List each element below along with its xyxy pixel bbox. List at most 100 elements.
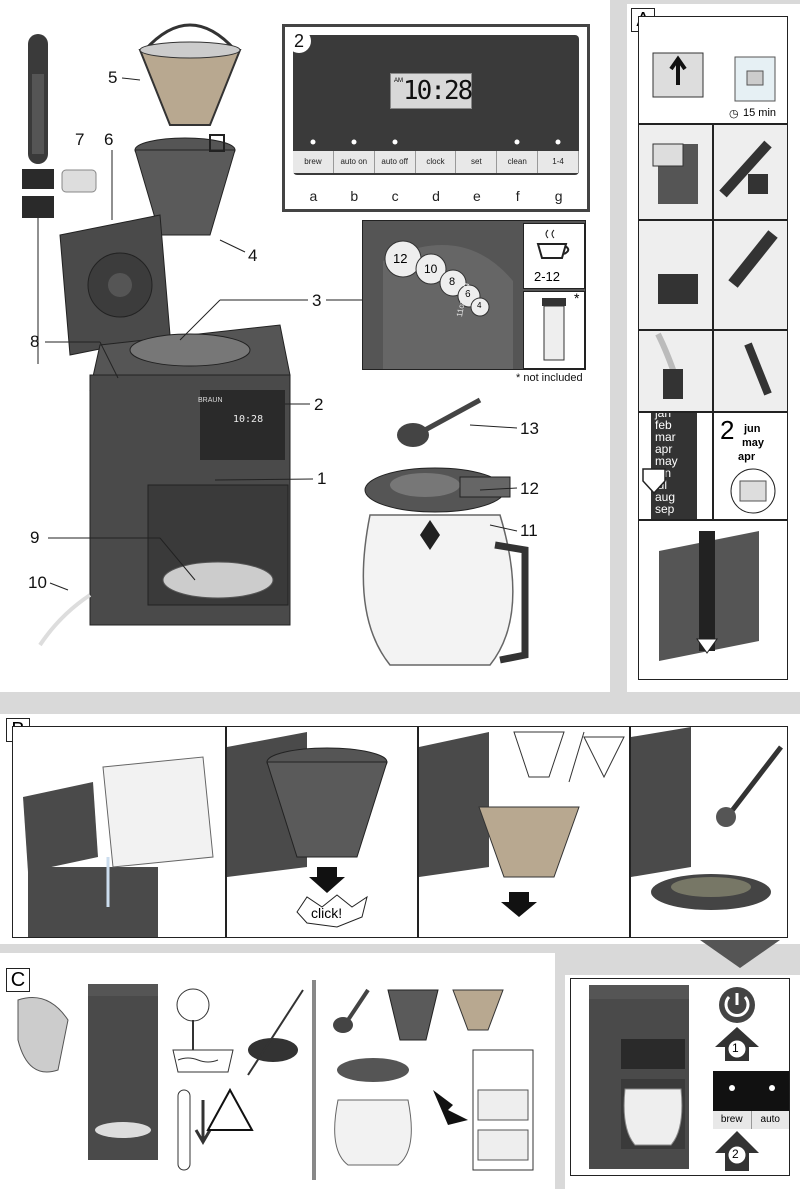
final-button-panel — [713, 1071, 789, 1111]
brew-button[interactable]: brew — [293, 151, 334, 173]
calendar-number: 2 — [720, 415, 735, 445]
step-1-number: 1 — [732, 1041, 739, 1055]
dial-num-6: 6 — [465, 289, 471, 300]
travel-mug-icon — [542, 298, 566, 361]
insert-holder-illustration — [227, 732, 388, 928]
letter-f: f — [497, 187, 539, 205]
down-arrow-icon — [642, 468, 666, 495]
step-b2: click! — [226, 726, 418, 938]
callout-3: 3 — [312, 291, 322, 310]
callout-11: 11 — [520, 521, 538, 540]
letter-g: g — [538, 187, 580, 205]
month-apr: apr — [655, 442, 673, 456]
coffee-cup-icon — [536, 229, 570, 259]
display-button-row: brew auto on auto off clock set clean 1-… — [293, 151, 580, 173]
final-step-box: 1 brew auto 2 — [570, 978, 790, 1176]
auto-off-button[interactable]: auto off — [374, 151, 416, 173]
callout-leader-lines — [45, 77, 518, 591]
mug-icon-box: * — [523, 290, 585, 369]
mug-asterisk: * — [574, 290, 580, 306]
callout-8: 8 — [30, 332, 40, 351]
small-display-time: 10:28 — [233, 414, 264, 425]
calendar-apr: apr — [738, 451, 756, 463]
final-auto-label[interactable]: auto — [760, 1114, 780, 1125]
button-letter-row: a b c d e f g — [293, 187, 580, 205]
dial-num-4: 4 — [477, 301, 482, 310]
carafe-illustration — [362, 467, 529, 666]
final-dot-1 — [729, 1085, 735, 1091]
cleaning-illustrations — [17, 980, 534, 1180]
final-dot-2 — [769, 1085, 775, 1091]
step-a1: ◷ 15 min — [638, 16, 788, 124]
fill-water-illustration — [23, 756, 214, 937]
month-mar: mar — [655, 430, 676, 444]
up-arrow-icon-2 — [715, 1131, 759, 1171]
button-indicator-dots — [310, 139, 561, 145]
dial-num-10: 10 — [424, 262, 438, 276]
step-a8: jan feb mar apr may jun jul aug sep — [638, 412, 713, 520]
power-icon — [719, 987, 755, 1023]
callout-10: 10 — [28, 573, 47, 592]
measuring-scoop-icon — [397, 397, 482, 447]
add-coffee-illustration — [631, 727, 783, 910]
letter-b: b — [333, 187, 375, 205]
clean-button[interactable]: clean — [497, 151, 539, 173]
charcoal-filter-icon — [61, 169, 97, 193]
clock-button[interactable]: clock — [415, 151, 457, 173]
dial-num-8: 8 — [449, 276, 456, 288]
letter-a: a — [293, 187, 334, 205]
lcd-time: 10:28 — [403, 76, 473, 106]
calendar-jun: jun — [744, 423, 761, 435]
water-level-indicator — [22, 34, 54, 364]
step-a10 — [638, 520, 788, 680]
coffee-machine-illustration — [38, 214, 291, 647]
calendar-may: may — [742, 437, 765, 449]
dial-illustration — [383, 240, 513, 369]
clock-icon: ◷ — [729, 108, 739, 120]
one-four-button[interactable]: 1-4 — [538, 151, 580, 173]
month-may: may — [655, 454, 678, 468]
brand-logo: BRAUN — [198, 397, 223, 404]
display-number-badge: 2 — [287, 29, 311, 53]
dial-num-12: 12 — [393, 251, 408, 266]
callout-1: 1 — [317, 469, 327, 488]
final-machine-illustration — [589, 985, 689, 1169]
callout-2: 2 — [314, 395, 324, 414]
section-c-letter: C — [6, 968, 30, 992]
callout-13: 13 — [520, 419, 539, 438]
permanent-filter-icon — [138, 23, 242, 126]
click-label: click! — [311, 905, 343, 921]
step-a3 — [713, 124, 788, 220]
cups-label: 2-12 — [534, 269, 561, 284]
callout-12: 12 — [520, 479, 539, 498]
step-a-illustrations — [652, 140, 778, 399]
not-included-note: * not included — [516, 372, 583, 384]
up-arrow-icon-1 — [715, 1027, 759, 1061]
cup-icon-box: 2-12 — [523, 223, 585, 289]
step-b4 — [630, 726, 788, 938]
final-label-row: brew auto — [713, 1111, 789, 1129]
filter-unwrap-icon — [652, 52, 704, 98]
callout-4: 4 — [248, 246, 258, 265]
soak-timer: 15 min — [743, 107, 777, 119]
set-button[interactable]: set — [456, 151, 498, 173]
callout-9: 9 — [30, 528, 40, 547]
step-2-number: 2 — [732, 1147, 739, 1161]
letter-d: d — [415, 187, 457, 205]
filter-holder-icon — [134, 134, 236, 236]
letter-e: e — [456, 187, 498, 205]
month-feb: feb — [655, 418, 672, 432]
final-brew-label[interactable]: brew — [713, 1111, 752, 1129]
soak-glass-icon — [734, 56, 776, 102]
cup-dial-detail-box: 12 10 8 6 4 11oz mug 2-12 * — [362, 220, 586, 370]
insert-filter-illustration-b — [419, 731, 625, 917]
auto-on-button[interactable]: auto on — [333, 151, 375, 173]
step-a9: 2 jun may apr — [713, 412, 788, 520]
callout-5: 5 — [108, 68, 118, 87]
lcd-am: AM — [394, 78, 403, 84]
month-jan: jan — [655, 413, 672, 420]
callout-6: 6 — [104, 130, 114, 149]
step-b3 — [418, 726, 630, 938]
next-step-arrow-icon — [700, 940, 780, 968]
month-aug: aug — [655, 490, 676, 504]
